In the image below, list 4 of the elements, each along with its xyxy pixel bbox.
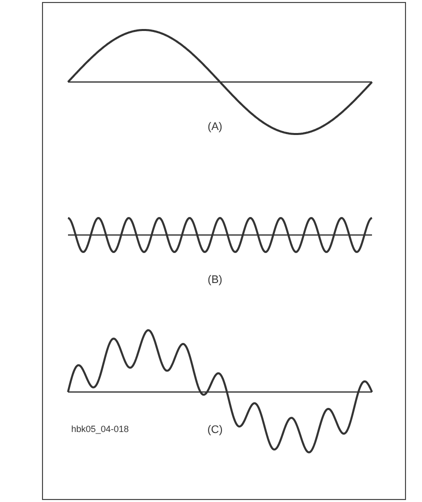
figure-label: (C) [207, 424, 223, 436]
figure-id: hbk05_04-018 [71, 424, 129, 434]
figure-label: (A) [208, 121, 222, 133]
figure-label: (B) [208, 274, 222, 286]
